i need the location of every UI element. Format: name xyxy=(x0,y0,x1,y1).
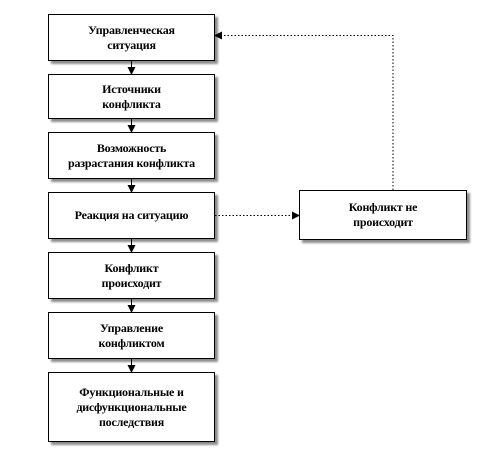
edge-not-occurs-to-situation xyxy=(214,31,394,190)
node-conflict-not-occurs-label: Конфликт не происходит xyxy=(348,200,418,229)
node-conflict-sources-label: Источники конфликта xyxy=(102,81,161,111)
node-conflict-growth: Возможность разрастания конфликта xyxy=(48,132,215,179)
node-conflict-occurs-label: Конфликт происходит xyxy=(101,260,162,290)
node-situation-reaction-label: Реакция на ситуацию xyxy=(74,208,189,222)
node-conflict-management-label: Управление конфликтом xyxy=(98,320,165,350)
node-conflict-not-occurs: Конфликт не происходит xyxy=(299,190,467,240)
node-situation-reaction: Реакция на ситуацию xyxy=(48,192,215,239)
node-management-situation-label: Управленческая ситуация xyxy=(88,22,175,52)
node-consequences: Функциональные и дисфункциональные после… xyxy=(48,372,215,442)
node-conflict-management: Управление конфликтом xyxy=(48,312,215,359)
node-conflict-growth-label: Возможность разрастания конфликта xyxy=(68,140,195,170)
node-conflict-occurs: Конфликт происходит xyxy=(48,252,215,299)
node-management-situation: Управленческая ситуация xyxy=(48,14,215,61)
node-conflict-sources: Источники конфликта xyxy=(48,74,215,119)
node-consequences-label: Функциональные и дисфункциональные после… xyxy=(76,384,187,429)
